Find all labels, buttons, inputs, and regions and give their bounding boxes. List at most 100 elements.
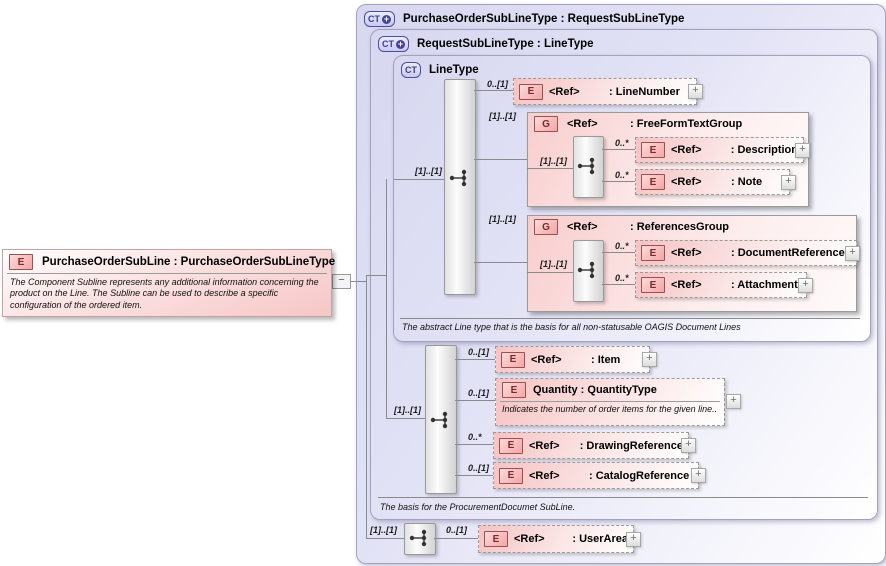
connector-line xyxy=(386,418,425,419)
connector-line xyxy=(602,252,635,253)
ref-label: <Ref> xyxy=(549,85,580,98)
sequence-compositor[interactable] xyxy=(404,523,436,555)
ref-label: <Ref> xyxy=(567,221,598,233)
element-name: : Item xyxy=(591,353,621,366)
ref-label: <Ref> xyxy=(514,533,545,545)
element-icon: E xyxy=(501,351,525,368)
connector-line xyxy=(474,90,513,91)
element-icon: E xyxy=(499,437,523,454)
element-name: : UserArea xyxy=(572,533,628,545)
connector-line xyxy=(602,284,635,285)
complex-type-icon[interactable]: CT+ xyxy=(378,36,409,52)
element-documentreference[interactable]: E <Ref> : DocumentReference xyxy=(635,240,857,266)
element-icon: E xyxy=(484,531,508,547)
element-name: : DrawingReference xyxy=(579,439,683,452)
sequence-icon xyxy=(409,529,427,547)
container-linetype-header: CT LineType xyxy=(401,62,479,78)
group-icon: G xyxy=(534,219,558,235)
expand-icon[interactable]: + xyxy=(642,352,657,367)
expand-icon[interactable]: + xyxy=(845,246,860,261)
cardinality-label: 0..[1] xyxy=(468,463,490,473)
expand-icon[interactable]: + xyxy=(688,84,703,99)
cardinality-label: 0..* xyxy=(615,241,629,251)
collapse-handle-icon[interactable]: − xyxy=(332,274,351,289)
cardinality-label: 0..[1] xyxy=(446,525,468,535)
connector-line xyxy=(366,538,404,539)
container-purchaseordersublinetype-header: CT+ PurchaseOrderSubLineType : RequestSu… xyxy=(364,11,684,27)
cardinality-label: [1]..[1] xyxy=(540,156,567,166)
container-requestsublinetype-header: CT+ RequestSubLineType : LineType xyxy=(378,36,594,52)
cardinality-label: [1]..[1] xyxy=(370,525,397,535)
element-note[interactable]: E <Ref> : Note xyxy=(635,169,790,195)
sequence-icon xyxy=(430,411,448,429)
element-catalogreference[interactable]: E <Ref> : CatalogReference xyxy=(493,462,699,489)
element-name: : Note xyxy=(731,176,763,188)
element-name: : CatalogReference xyxy=(589,469,690,482)
element-linenumber[interactable]: E <Ref> : LineNumber xyxy=(513,78,697,105)
connector-line xyxy=(386,179,387,418)
ref-label: <Ref> xyxy=(671,176,702,188)
element-drawingreference[interactable]: E <Ref> : DrawingReference xyxy=(493,432,689,459)
ref-label: <Ref> xyxy=(567,118,598,130)
group-header: G <Ref> : ReferencesGroup xyxy=(534,219,729,235)
element-icon: E xyxy=(641,142,665,158)
cardinality-label: 0..* xyxy=(468,432,482,442)
expand-icon[interactable]: + xyxy=(681,438,696,453)
container-title: LineType xyxy=(429,64,479,76)
element-description[interactable]: E <Ref> : Description xyxy=(635,137,804,163)
expand-icon[interactable]: + xyxy=(726,394,741,409)
element-purchaseordersubline-title: E PurchaseOrderSubLine : PurchaseOrderSu… xyxy=(3,250,335,273)
connector-line xyxy=(455,444,493,445)
ref-label: <Ref> xyxy=(529,469,560,482)
expand-icon[interactable]: + xyxy=(691,468,706,483)
ref-label: <Ref> xyxy=(529,439,560,452)
derived-plus-icon: + xyxy=(396,38,405,49)
group-header: G <Ref> : FreeFormTextGroup xyxy=(534,116,742,132)
element-annotation: The Component Subline represents any add… xyxy=(7,273,327,314)
cardinality-label: [1]..[1] xyxy=(489,214,516,224)
element-quantity-title: E Quantity : QuantityType xyxy=(496,379,724,401)
expand-icon[interactable]: + xyxy=(795,143,810,158)
connector-line xyxy=(602,149,635,150)
element-icon: E xyxy=(641,245,665,261)
element-item[interactable]: E <Ref> : Item xyxy=(495,346,650,373)
annotation-divider xyxy=(400,318,860,319)
sequence-compositor[interactable] xyxy=(444,79,476,295)
sequence-icon xyxy=(449,169,467,187)
connector-line xyxy=(366,275,386,276)
cardinality-label: [1]..[1] xyxy=(540,259,567,269)
connector-line xyxy=(602,181,635,182)
element-annotation: Indicates the number of order items for … xyxy=(500,401,720,416)
element-name: : LineNumber xyxy=(609,85,680,98)
connector-line xyxy=(527,168,573,169)
element-name: : DocumentReference xyxy=(731,247,845,259)
linetype-annotation: The abstract Line type that is the basis… xyxy=(402,322,741,332)
connector-line xyxy=(474,159,527,160)
annotation-divider xyxy=(378,497,868,498)
element-userarea[interactable]: E <Ref> : UserArea xyxy=(478,525,634,553)
group-name: : ReferencesGroup xyxy=(630,221,730,233)
complex-type-icon[interactable]: CT+ xyxy=(364,11,395,27)
connector-line xyxy=(455,359,495,360)
ref-label: <Ref> xyxy=(531,353,562,366)
element-icon: E xyxy=(9,254,33,270)
element-icon: E xyxy=(499,467,523,484)
complex-type-icon[interactable]: CT xyxy=(401,62,421,78)
connector-line xyxy=(527,272,573,273)
connector-line xyxy=(434,538,478,539)
element-purchaseordersubline[interactable]: E PurchaseOrderSubLine : PurchaseOrderSu… xyxy=(2,249,335,317)
connector-line xyxy=(455,475,493,476)
expand-icon[interactable]: + xyxy=(798,278,813,293)
connector-line xyxy=(394,179,444,180)
cardinality-label: 0..* xyxy=(615,273,629,283)
expand-icon[interactable]: + xyxy=(626,532,641,547)
element-name: Quantity : QuantityType xyxy=(533,384,657,396)
element-name: : Description xyxy=(730,144,798,156)
connector-line xyxy=(474,262,527,263)
element-quantity[interactable]: E Quantity : QuantityType Indicates the … xyxy=(495,378,725,426)
element-attachment[interactable]: E <Ref> : Attachment xyxy=(635,272,807,298)
cardinality-label: 0..* xyxy=(615,170,629,180)
expand-icon[interactable]: + xyxy=(781,175,796,190)
container-title: PurchaseOrderSubLineType : RequestSubLin… xyxy=(403,13,685,25)
cardinality-label: 0..[1] xyxy=(468,347,490,357)
